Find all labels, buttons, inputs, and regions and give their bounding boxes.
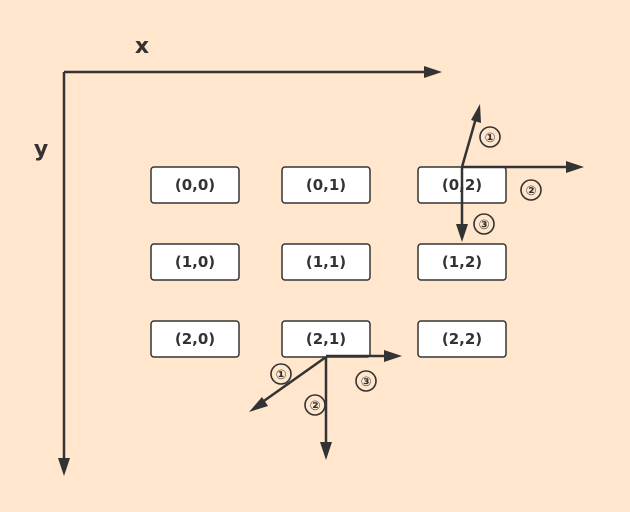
cell-label: (1,2) <box>442 253 482 271</box>
cell-1-1: (1,1) <box>281 243 371 281</box>
marker-label: ③ <box>360 375 371 390</box>
y-axis <box>58 72 70 476</box>
marker-label: ② <box>525 184 536 199</box>
cell-0-0: (0,0) <box>150 166 240 204</box>
marker-1-bottom: ① <box>270 363 292 385</box>
cell-1-0: (1,0) <box>150 243 240 281</box>
cell-label: (2,2) <box>442 330 482 348</box>
marker-label: ③ <box>478 218 489 233</box>
arrow-2-1-down-left <box>249 355 327 412</box>
arrow-2-1-down <box>320 357 332 460</box>
cell-label: (2,0) <box>175 330 215 348</box>
marker-1-top: ① <box>479 126 501 148</box>
cell-label: (1,1) <box>306 253 346 271</box>
cell-2-0: (2,0) <box>150 320 240 358</box>
x-axis <box>64 66 442 78</box>
marker-2-top: ② <box>520 179 542 201</box>
cell-label: (0,1) <box>306 176 346 194</box>
marker-label: ② <box>309 399 320 414</box>
arrow-0-2-right <box>462 161 584 173</box>
x-axis-label: x <box>135 34 149 59</box>
arrow-0-2-down <box>456 167 468 242</box>
marker-3-top: ③ <box>473 213 495 235</box>
y-axis-label: y <box>34 137 48 162</box>
arrow-2-1-right <box>326 350 402 362</box>
cell-2-2: (2,2) <box>417 320 507 358</box>
cell-0-1: (0,1) <box>281 166 371 204</box>
marker-label: ① <box>275 368 286 383</box>
cell-label: (1,0) <box>175 253 215 271</box>
marker-2-bottom: ② <box>304 394 326 416</box>
marker-3-bottom: ③ <box>355 370 377 392</box>
cell-label: (0,0) <box>175 176 215 194</box>
arrow-0-2-up <box>460 104 481 168</box>
cell-1-2: (1,2) <box>417 243 507 281</box>
marker-label: ① <box>484 131 495 146</box>
cell-label: (2,1) <box>306 330 346 348</box>
cell-2-1: (2,1) <box>281 320 371 358</box>
